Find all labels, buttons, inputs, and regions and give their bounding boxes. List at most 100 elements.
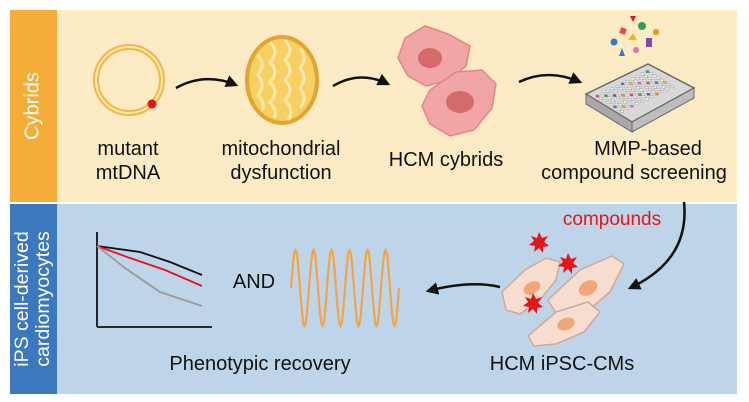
plate-well [642, 79, 647, 83]
plate-well [614, 89, 618, 93]
plate-well [641, 95, 646, 99]
compound-stars-icon [523, 232, 578, 314]
plate-well [641, 84, 645, 87]
plate-well [658, 83, 662, 87]
mitochondrial-dysfunction-label: mitochondrial dysfunction [206, 137, 356, 185]
plate-well [633, 95, 637, 99]
plate-well [616, 96, 620, 99]
mutant-mtdna-label-line1: mutant [97, 138, 159, 160]
mitochondrion-icon [245, 35, 319, 125]
plate-well [666, 83, 671, 86]
compounds-label: compounds [562, 209, 662, 230]
recovery-line-graph-icon [96, 232, 212, 328]
plate-well [630, 77, 635, 81]
arrow-dysfunction-to-cybrids [332, 73, 391, 88]
plate-well [634, 79, 638, 83]
plate-well [618, 103, 622, 106]
plate-well [659, 78, 664, 82]
cybrids-section-tab [10, 10, 57, 202]
plate-well [638, 93, 642, 96]
plate-well [605, 89, 610, 93]
plate-well [628, 98, 632, 101]
plate-well [613, 105, 617, 109]
plate-well [640, 72, 645, 76]
phenotypic-recovery-label: Phenotypic recovery [169, 353, 351, 375]
plate-well [617, 91, 622, 95]
plate-well [645, 97, 649, 101]
plate-well [610, 87, 615, 91]
plate-well [645, 70, 650, 73]
plate-well [639, 88, 644, 92]
plate-well [663, 81, 667, 84]
plate-well [646, 93, 651, 96]
plate-well [660, 90, 664, 93]
plate-well [626, 102, 631, 106]
plate-well [654, 81, 659, 84]
plate-well [649, 72, 653, 76]
plate-well [630, 105, 634, 108]
plate-well [651, 79, 655, 82]
plate-well [635, 75, 640, 78]
arrow-ipsc-to-recovery [425, 282, 501, 295]
plate-well [647, 77, 652, 80]
plate-well [620, 82, 625, 86]
plate-well [604, 94, 608, 98]
plate-well [606, 101, 610, 104]
arrow-cybrids-to-screening [518, 72, 583, 84]
plate-well [609, 103, 614, 106]
plate-well [632, 84, 637, 87]
ipsc-cardiomyocytes-icon [501, 255, 625, 347]
compound-screening-label-line2: compound screening [541, 162, 727, 184]
arrow-mtdna-to-dysfunction [175, 75, 239, 90]
plate-well [619, 87, 623, 90]
plate-well [649, 83, 654, 87]
plate-well [644, 86, 649, 89]
plate-well [624, 96, 629, 99]
plate-well [607, 96, 612, 100]
plate-well [639, 77, 643, 80]
plate-well [616, 107, 621, 111]
compound-molecules-icon [610, 16, 659, 56]
plate-well [640, 100, 644, 103]
plate-well [611, 98, 615, 102]
plate-well [653, 86, 657, 89]
plate-well [634, 91, 639, 94]
plate-well [629, 93, 634, 97]
plate-well [623, 100, 627, 104]
plate-well [665, 87, 669, 91]
mitochondrial-dysfunction-label-line2: dysfunction [230, 162, 332, 184]
plate-well [656, 88, 661, 91]
arrow-screening-to-ipsc [627, 201, 686, 290]
plate-well [626, 91, 630, 95]
plate-well [621, 105, 626, 108]
plate-well [636, 97, 641, 101]
plate-well [652, 74, 657, 78]
mitochondrial-dysfunction-label-line1: mitochondrial [221, 138, 341, 160]
mutant-mtdna-label-line2: mtDNA [95, 162, 161, 184]
plate-well [600, 92, 605, 95]
plate-well [655, 92, 659, 96]
plate-well [648, 88, 652, 91]
plate-well [599, 97, 603, 100]
plate-well [624, 84, 628, 88]
plate-well [646, 81, 650, 85]
hcm-cybrids-cells-icon [397, 25, 497, 137]
compound-screening-label: MMP-based compound screening [528, 137, 740, 185]
plate-well [621, 93, 625, 97]
plate-well [651, 90, 656, 94]
plate-well [636, 86, 640, 90]
plate-well [650, 95, 654, 98]
plate-well [612, 94, 617, 97]
ipsc-section-tab [10, 204, 57, 394]
hcm-cybrids-label: HCM cybrids [388, 149, 504, 171]
plate-well [656, 76, 660, 80]
plate-well [609, 92, 613, 95]
plate-well [615, 85, 620, 88]
plate-well [661, 85, 666, 89]
plate-well [631, 100, 636, 103]
plate-well [627, 86, 632, 90]
plate-well [595, 94, 600, 98]
mutant-mtdna-label: mutant mtDNA [88, 137, 168, 185]
plate-well [637, 82, 642, 85]
